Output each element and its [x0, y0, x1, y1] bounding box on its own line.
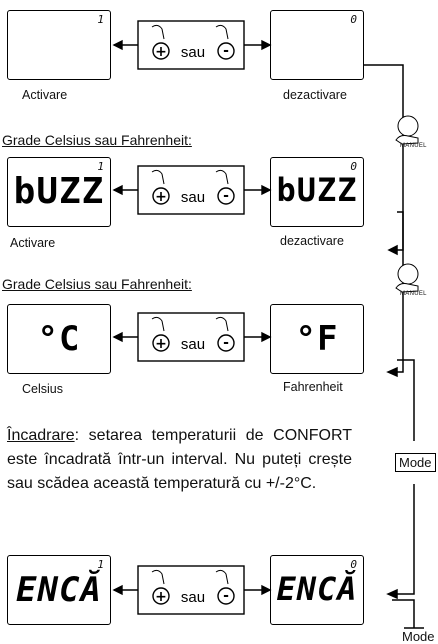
- minus-symbol: -: [223, 335, 229, 351]
- plus-icon: [152, 42, 170, 60]
- display-index: 0: [350, 13, 357, 26]
- caption-activate: Activare: [22, 88, 68, 102]
- minus-icon: [217, 42, 235, 60]
- display-range-off: 0 ENCĂ: [270, 555, 364, 625]
- display-range-on: 1 ENCĂ: [7, 555, 111, 625]
- section-heading-buzzer: Grade Celsius sau Fahrenheit:: [2, 132, 192, 148]
- minus-symbol: -: [223, 588, 229, 604]
- plus-symbol: +: [155, 589, 167, 605]
- plus-symbol: +: [155, 189, 167, 205]
- minus-symbol: -: [223, 43, 229, 59]
- display-fahrenheit: °F: [270, 304, 364, 374]
- display-index: 1: [97, 160, 104, 173]
- caption-deactivate: dezactivare: [283, 88, 347, 102]
- minus-icon: [217, 587, 235, 605]
- connector-text: sau: [181, 589, 205, 606]
- minus-icon: [217, 187, 235, 205]
- connector-text: sau: [181, 189, 205, 206]
- minus-symbol: -: [223, 188, 229, 204]
- display-deactivate: 0: [270, 10, 364, 80]
- manuel-label: MANUEL: [400, 291, 427, 297]
- paragraph-range: Încadrare: setarea temperaturii de CONFO…: [7, 424, 352, 496]
- buzz-readout: bUZZ: [13, 171, 105, 212]
- paragraph-text: : setarea temperaturii de CONFORT este î…: [7, 427, 352, 492]
- plus-or-minus-connector: + - sau: [112, 565, 272, 615]
- plus-icon: [152, 187, 170, 205]
- plus-icon: [152, 334, 170, 352]
- display-index: 0: [350, 160, 357, 173]
- plus-or-minus-connector: + - sau: [112, 20, 272, 70]
- paragraph-term: Încadrare: [7, 427, 75, 444]
- fahrenheit-readout: °F: [295, 319, 339, 359]
- range-readout: ENCĂ: [276, 570, 358, 608]
- manuel-label: MANUEL: [400, 143, 427, 149]
- range-readout: ENCĂ: [16, 570, 102, 610]
- mode-label-bottom: Mode: [402, 629, 435, 644]
- plus-symbol: +: [155, 44, 167, 60]
- mode-button-label: Mode: [395, 453, 436, 472]
- display-buzz-off: 0 bUZZ: [270, 157, 364, 227]
- plus-or-minus-connector: + - sau: [112, 165, 272, 215]
- caption-fahrenheit: Fahrenheit: [283, 380, 343, 394]
- display-index: 1: [97, 558, 104, 571]
- section-heading-units: Grade Celsius sau Fahrenheit:: [2, 276, 192, 292]
- caption-buzz-off: dezactivare: [280, 234, 344, 248]
- connector-text: sau: [181, 336, 205, 353]
- minus-icon: [217, 334, 235, 352]
- display-buzz-on: 1 bUZZ: [7, 157, 111, 227]
- plus-icon: [152, 587, 170, 605]
- caption-buzz-on: Activare: [10, 236, 56, 250]
- display-celsius: °C: [7, 304, 111, 374]
- plus-or-minus-connector: + - sau: [112, 312, 272, 362]
- buzz-readout: bUZZ: [276, 171, 358, 209]
- caption-celsius: Celsius: [22, 382, 63, 396]
- celsius-readout: °C: [37, 319, 81, 359]
- display-activate: 1: [7, 10, 111, 80]
- display-index: 1: [97, 13, 104, 26]
- connector-text: sau: [181, 44, 205, 61]
- plus-symbol: +: [155, 336, 167, 352]
- display-index: 0: [350, 558, 357, 571]
